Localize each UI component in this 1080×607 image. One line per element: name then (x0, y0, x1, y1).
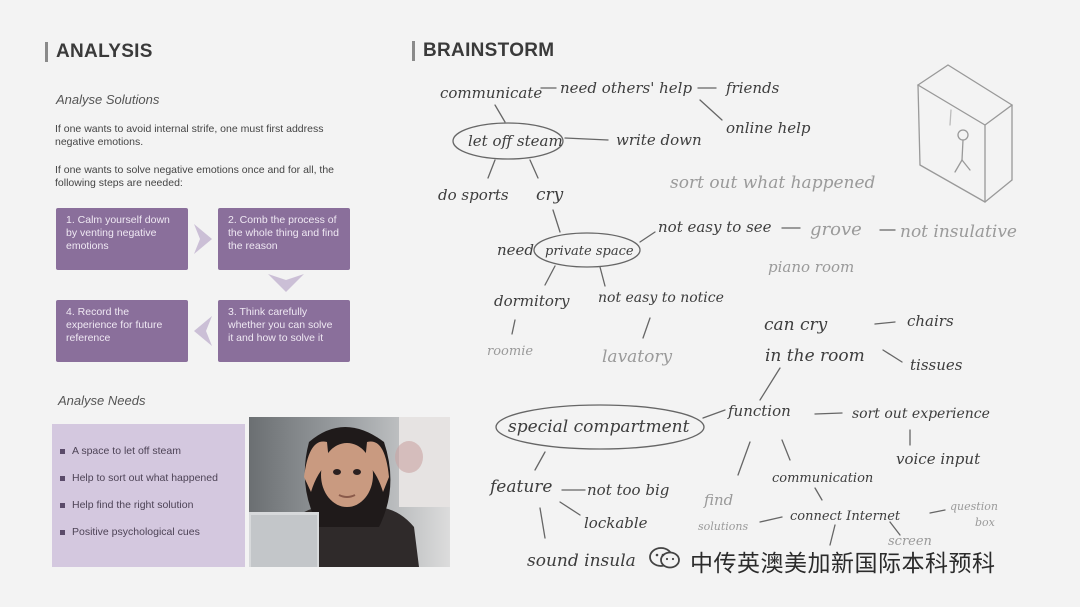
analysis-title: ANALYSIS (45, 42, 153, 62)
wechat-icon (649, 547, 680, 569)
word-tissues: tissues (910, 356, 963, 374)
need-item: Help to sort out what happened (60, 472, 218, 484)
word-online-help: online help (726, 119, 811, 137)
word-special-compartment: special compartment (508, 417, 690, 437)
word-not-too-big: not too big (587, 481, 669, 499)
needs-list: A space to let off steam Help to sort ou… (52, 424, 245, 567)
word-voice-input: voice input (896, 450, 981, 468)
step-4: 4. Record the experience for future refe… (56, 300, 188, 362)
word-need: need (497, 241, 534, 259)
word-sort-out-experience: sort out experience (852, 406, 990, 422)
word-in-the-room: in the room (765, 346, 865, 366)
word-piano-room: piano room (768, 258, 854, 276)
word-screen: screen (888, 534, 932, 549)
word-not-easy-to-notice: not easy to notice (598, 290, 724, 306)
word-function: function (727, 402, 791, 420)
solutions-heading: Analyse Solutions (56, 92, 160, 107)
word-roomie: roomie (487, 344, 533, 359)
word-not-insulative: not insulative (900, 222, 1017, 242)
need-item: Positive psychological cues (60, 526, 200, 538)
word-sort-out: sort out what happened (670, 173, 876, 193)
word-connect-internet: connect Internet (790, 509, 901, 524)
analysis-paragraph-1: If one wants to avoid internal strife, o… (55, 123, 324, 148)
word-do-sports: do sports (438, 186, 509, 204)
arrow-left-icon (194, 316, 212, 346)
word-let-off-steam: let off steam (468, 132, 563, 150)
word-write-down: write down (616, 131, 702, 149)
step-1: 1. Calm yourself down by venting negativ… (56, 208, 188, 270)
brainstorm-title: BRAINSTORM (412, 41, 554, 61)
word-lockable: lockable (584, 514, 648, 532)
word-question: question (950, 500, 998, 513)
word-need-help: need others' help (560, 79, 692, 97)
word-can-cry: can cry (764, 315, 828, 335)
word-sound-insulation: sound insula (527, 551, 636, 571)
word-find: find (703, 491, 733, 509)
analysis-paragraph-2: If one wants to solve negative emotions … (55, 164, 335, 189)
word-not-easy-to-see: not easy to see (658, 218, 772, 236)
step-2: 2. Comb the process of the whole thing a… (218, 208, 350, 270)
word-lavatory: lavatory (602, 347, 673, 367)
watermark-text: 中传英澳美加新国际本科预科 (690, 551, 996, 577)
need-item: Help find the right solution (60, 499, 193, 511)
arrow-right-icon (194, 224, 212, 254)
needs-heading: Analyse Needs (58, 393, 146, 408)
word-box: box (975, 516, 996, 529)
word-chairs: chairs (907, 312, 954, 330)
step-3: 3. Think carefully whether you can solve… (218, 300, 350, 362)
word-private-space: private space (545, 244, 634, 259)
word-communication: communication (772, 471, 873, 486)
word-friends: friends (725, 79, 780, 97)
word-cry: cry (536, 185, 564, 205)
stressed-woman-photo (249, 417, 450, 567)
arrow-down-icon (268, 274, 304, 292)
word-solutions: solutions (698, 520, 749, 533)
need-item: A space to let off steam (60, 445, 181, 457)
word-feature: feature (488, 477, 552, 497)
word-grove: grove (810, 219, 862, 240)
word-dormitory: dormitory (494, 292, 570, 310)
word-communicate: communicate (440, 84, 542, 102)
